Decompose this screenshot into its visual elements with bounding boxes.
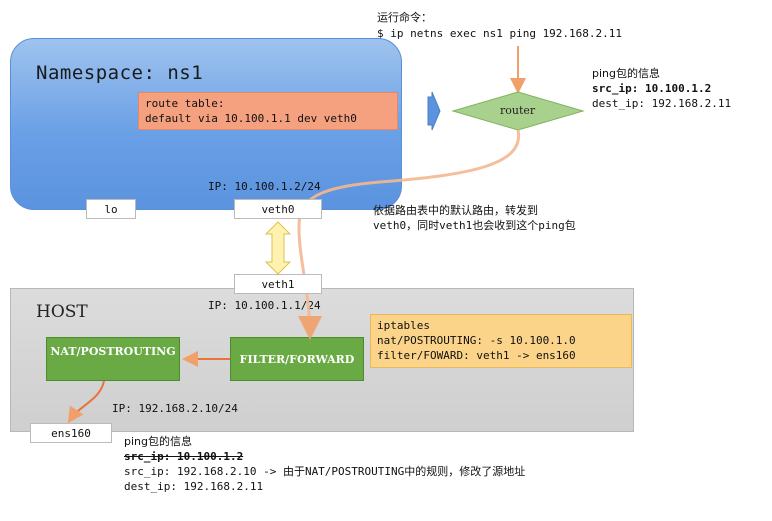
namespace-title: Namespace: ns1 [36,62,204,84]
ens160-ip: IP: 192.168.2.10/24 [112,402,238,415]
veth-link-arrow [264,221,292,275]
ping-info-2-new-src: src_ip: 192.168.2.10 -> 由于NAT/POSTROUTIN… [124,465,526,478]
ping-info-1-dest: dest_ip: 192.168.2.11 [592,97,732,110]
route-table-title: route table: [145,97,225,110]
router-label: router [500,104,536,117]
iptables-box: iptables nat/POSTROUTING: -s 10.100.1.0 … [370,314,632,368]
iptables-filter-rule: filter/FOWARD: veth1 -> ens160 [377,349,576,362]
router-diamond [451,91,585,131]
route-note-line1: 依据路由表中的默认路由，转发到 [373,204,538,217]
nat-to-ens160-curve [67,380,105,424]
lo-interface: lo [86,199,136,219]
iptables-nat-rule: nat/POSTROUTING: -s 10.100.1.0 [377,334,576,347]
route-note-line2: veth0，同时veth1也会收到这个ping包 [373,219,576,232]
route-table-default: default via 10.100.1.1 dev veth0 [145,112,357,125]
command-label: 运行命令： [377,11,432,24]
veth1-interface: veth1 [234,274,322,294]
command-text: $ ip netns exec ns1 ping 192.168.2.11 [377,27,623,40]
host-title: HOST [36,302,88,322]
namespace-ip: IP: 10.100.1.2/24 [208,180,321,193]
veth1-ip: IP: 10.100.1.1/24 [208,299,321,312]
namespace-to-router-arrow [427,91,441,131]
ping-info-1-src: src_ip: 10.100.1.2 [592,82,712,95]
router-to-filter-curve [297,129,521,340]
route-table-box: route table: default via 10.100.1.1 dev … [138,92,398,130]
ping-info-2-old-src: src_ip: 10.100.1.2 [124,450,244,463]
ping-info-2-dest: dest_ip: 192.168.2.11 [124,480,264,493]
veth0-interface: veth0 [234,199,322,219]
ping-info-2-title: ping包的信息 [124,435,192,448]
nat-postrouting-box: NAT/POSTROUTING [46,337,180,381]
ping-info-1-title: ping包的信息 [592,67,660,80]
filter-forward-box: FILTER/FORWARD [230,337,364,381]
iptables-title: iptables [377,319,430,332]
ens160-interface: ens160 [30,423,112,443]
